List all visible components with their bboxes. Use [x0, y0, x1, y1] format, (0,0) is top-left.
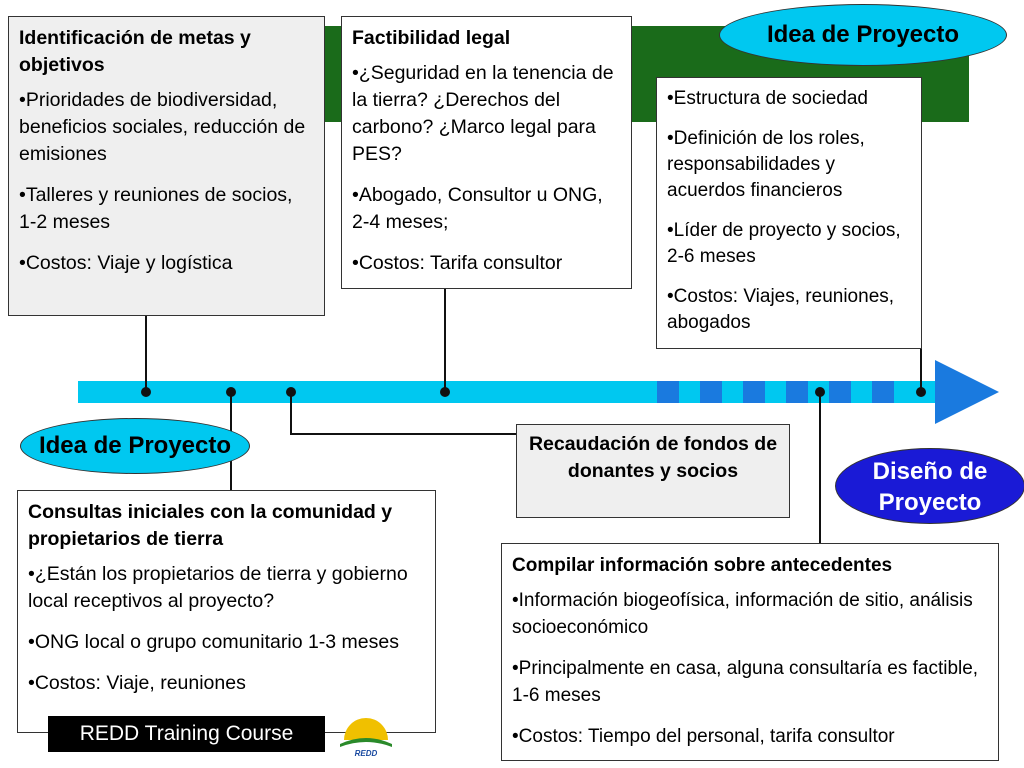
legal-heading: Factibilidad legal: [352, 27, 511, 49]
society-item: •Líder de proyecto y socios, 2-6 meses: [667, 220, 901, 267]
idea-oval-top-label: Idea de Proyecto: [766, 21, 960, 48]
compile-item: •Principalmente en casa, alguna consulta…: [512, 658, 979, 706]
funding-box: Recaudación de fondos de donantes y soci…: [516, 424, 790, 518]
goals-item: •Prioridades de biodiversidad, beneficio…: [19, 89, 306, 165]
consult-item: •ONG local o grupo comunitario 1-3 meses: [28, 631, 399, 653]
redd-logo: REDD: [340, 718, 392, 758]
idea-oval-left-label: Idea de Proyecto: [38, 432, 232, 459]
idea-oval-top: Idea de Proyecto: [719, 4, 1007, 66]
timeline-dot: [141, 387, 151, 397]
society-item: •Definición de los roles, responsabilida…: [667, 128, 865, 201]
connector-society: [920, 348, 922, 392]
connector-legal: [444, 288, 446, 392]
idea-oval-left: Idea de Proyecto: [20, 418, 250, 474]
compile-box: Compilar información sobre antecedentes …: [501, 543, 999, 761]
goals-box: Identificación de metas y objetivos •Pri…: [8, 16, 325, 316]
timeline-bar: [78, 381, 938, 403]
consult-box: Consultas iniciales con la comunidad y p…: [17, 490, 436, 733]
legal-item: •¿Seguridad en la tenencia de la tierra?…: [352, 62, 614, 165]
redd-logo-text: REDD: [355, 749, 378, 758]
legal-item: •Costos: Tarifa consultor: [352, 252, 563, 274]
consult-heading: Consultas iniciales con la comunidad y p…: [28, 501, 393, 550]
legal-item: •Abogado, Consultor u ONG, 2-4 meses;: [352, 184, 603, 233]
design-oval-label: Diseño de Proyecto: [872, 458, 988, 516]
funding-heading: Recaudación de fondos de donantes y soci…: [528, 433, 778, 482]
connector-funding-h: [290, 433, 516, 435]
timeline-dot: [916, 387, 926, 397]
timeline-dot: [226, 387, 236, 397]
timeline-dot: [286, 387, 296, 397]
compile-item: •Costos: Tiempo del personal, tarifa con…: [512, 726, 895, 747]
timeline-dot: [815, 387, 825, 397]
society-item: •Estructura de sociedad: [667, 88, 868, 109]
consult-item: •¿Están los propietarios de tierra y gob…: [28, 563, 408, 612]
timeline-arrowhead: [935, 360, 999, 424]
timeline-dot: [440, 387, 450, 397]
goals-heading: Identificación de metas y objetivos: [19, 27, 251, 76]
society-box: •Estructura de sociedad •Definición de l…: [656, 77, 922, 349]
course-badge: REDD Training Course: [48, 716, 325, 752]
goals-item: •Costos: Viaje y logística: [19, 252, 233, 274]
compile-heading: Compilar información sobre antecedentes: [512, 555, 893, 576]
design-oval: Diseño de Proyecto: [835, 448, 1024, 524]
connector-compile: [819, 392, 821, 543]
connector-funding-v: [290, 392, 292, 434]
connector-goals: [145, 315, 147, 392]
compile-item: •Información biogeofísica, información d…: [512, 590, 973, 638]
consult-item: •Costos: Viaje, reuniones: [28, 672, 246, 694]
society-item: •Costos: Viajes, reuniones, abogados: [667, 286, 895, 333]
goals-item: •Talleres y reuniones de socios, 1-2 mes…: [19, 184, 293, 233]
timeline-dashes: [657, 381, 894, 403]
legal-box: Factibilidad legal •¿Seguridad en la ten…: [341, 16, 632, 289]
